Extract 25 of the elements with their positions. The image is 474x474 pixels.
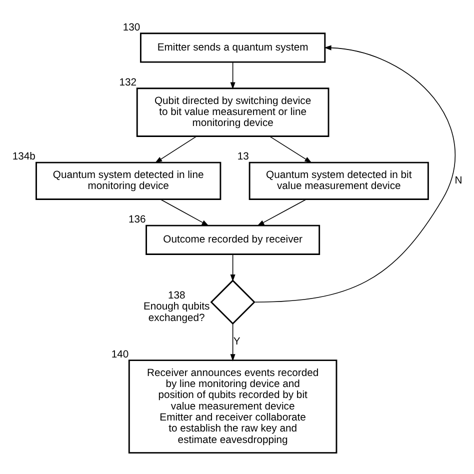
arrow bbox=[269, 135, 312, 163]
node-label: 140 bbox=[111, 348, 129, 360]
edge-label: Y bbox=[233, 336, 240, 348]
node-box: Receiver announces events recorded by line monitoring device and position of qubits recorded by bit value measurement device Emitter and receiver collaborate to establish the raw key and estimate eavesdropping bbox=[128, 359, 338, 454]
node-box: Emitter sends a quantum system bbox=[140, 32, 326, 62]
node-diamond bbox=[210, 279, 256, 324]
node-label: 132 bbox=[119, 77, 137, 88]
node-label: 136 bbox=[128, 214, 146, 226]
arrow bbox=[257, 198, 307, 226]
arrow bbox=[230, 61, 236, 89]
arrow bbox=[154, 135, 197, 163]
node-label: 138 bbox=[168, 290, 186, 301]
node-label: 13 bbox=[237, 151, 249, 162]
edge-label: N bbox=[454, 175, 462, 186]
node-box: Quantum system detected in line monitoring device bbox=[36, 161, 222, 200]
node-box: Outcome recorded by receiver bbox=[146, 224, 320, 254]
node-label: 130 bbox=[122, 22, 140, 33]
arrow bbox=[230, 254, 236, 282]
arrow bbox=[254, 44, 456, 302]
node-label: 134b bbox=[12, 151, 36, 162]
node-box: Quantum system detected in bit value measurement device bbox=[248, 161, 429, 200]
node-box: Qubit directed by switching device to bit value measurement or line monitoring device bbox=[136, 87, 330, 136]
node-label: Enough qubits exchanged? bbox=[143, 301, 210, 324]
arrow bbox=[230, 322, 236, 361]
arrow bbox=[160, 198, 209, 226]
